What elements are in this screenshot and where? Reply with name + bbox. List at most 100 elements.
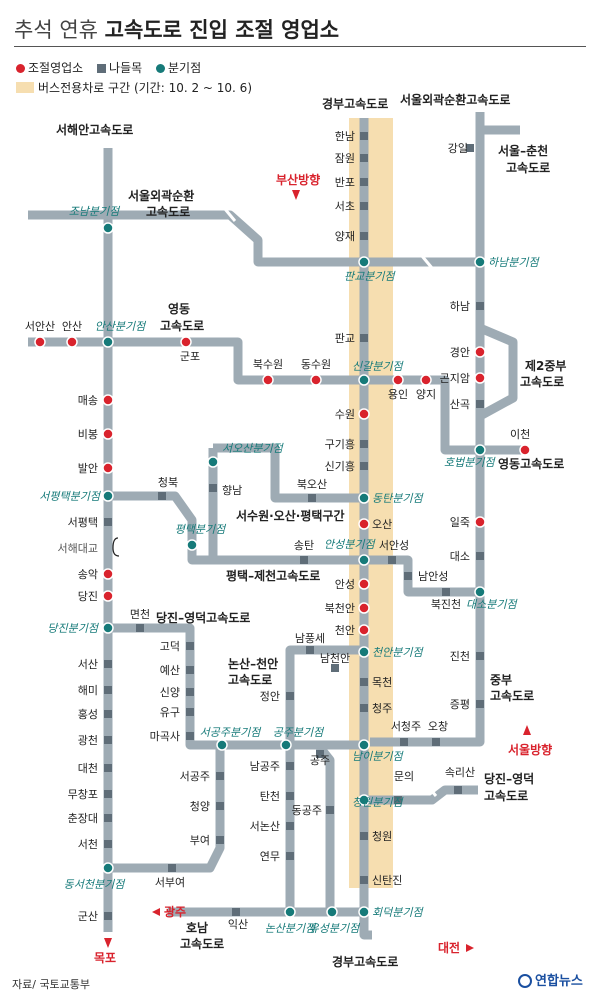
road-label-jungbu-b: 고속도로 — [490, 689, 534, 703]
ic-sanggok — [476, 400, 484, 408]
ic-jincheon — [476, 652, 484, 660]
ctrl-icheon — [519, 444, 531, 456]
label-dangjin: 당진 — [78, 590, 98, 603]
ctrl-seoansan — [34, 336, 46, 348]
ctrl-osan — [358, 518, 370, 530]
jct-seoosan_jct — [207, 456, 219, 468]
ic-cheongwon — [360, 832, 368, 840]
label-seoansan: 서안산 — [25, 320, 55, 333]
title-prefix: 추석 연휴 — [14, 18, 98, 42]
label-jeongan: 정안 — [260, 690, 280, 703]
label-gwangcheon: 광천 — [78, 733, 98, 747]
ctrl-cheonan — [358, 624, 370, 636]
label-hannam: 한남 — [335, 130, 355, 143]
label-godeok: 고덕 — [160, 640, 180, 653]
ic-yangjae — [360, 232, 368, 240]
bus-lane-band — [349, 118, 393, 888]
label-chunjangdae: 춘장대 — [68, 812, 98, 825]
label-cheongbuk: 청북 — [158, 476, 178, 489]
bridge-bracket-icon — [112, 537, 120, 557]
label-gongju: 공주 — [310, 754, 330, 767]
label-namgongju: 남공주 — [250, 760, 280, 773]
road-label-outer-ring: 서울외곽순환고속도로 — [400, 92, 510, 107]
page-title: 추석 연휴 고속도로 진입 조절 영업소 — [14, 14, 339, 44]
road-label-seohaean: 서해안고속도로 — [56, 122, 133, 137]
ic-mokcheon — [360, 678, 368, 686]
ic-hongseong — [104, 710, 112, 718]
label-maesong: 매송 — [78, 394, 98, 407]
label-seopyeongtaek: 서평택 — [68, 516, 98, 529]
title-main: 고속도로 진입 조절 영업소 — [104, 18, 340, 42]
label-singiheung: 신기흥 — [325, 459, 355, 473]
label-cheongju: 청주 — [372, 702, 392, 715]
road-label-dangjin-yeongdeok-east-b: 고속도로 — [484, 789, 528, 803]
label-iljuk: 일죽 — [450, 515, 470, 529]
label-muchangpo: 무창포 — [68, 788, 98, 801]
ctrl-bukcheonan — [358, 602, 370, 614]
ctrl-dongsuwon — [310, 374, 322, 386]
label-cheongwon: 청원 — [372, 830, 392, 843]
ic-nampungse — [306, 646, 314, 654]
road-gyeongbu — [359, 118, 372, 940]
ic-cheongju — [360, 704, 368, 712]
label-dangjin_jct: 당진분기점 — [47, 622, 99, 635]
label-yangji: 양지 — [416, 388, 436, 401]
label-namcheonan: 남천안 — [320, 651, 350, 665]
ic-namanseong — [404, 572, 412, 580]
interchange-layer — [104, 132, 484, 920]
label-namanseong: 남안성 — [418, 570, 448, 583]
road-label-outer-ring-2b: 고속도로 — [146, 205, 190, 219]
label-jincheon: 진천 — [450, 649, 470, 663]
ic-munui — [394, 796, 402, 804]
ic-seoanseong — [388, 556, 396, 564]
jct-jonam_jct — [102, 222, 114, 234]
road-label-2nd-jungbu-b: 고속도로 — [520, 375, 564, 389]
road-label-2nd-jungbu-a: 제2중부 — [525, 359, 566, 373]
label-bukjincheon: 북진천 — [431, 597, 461, 611]
label-balan: 발안 — [78, 462, 98, 475]
ic-seocheongju — [400, 738, 408, 746]
label-yangjae: 양재 — [335, 230, 355, 243]
direction-label-mokpo: 목포 — [94, 951, 116, 965]
label-buyeo: 부여 — [190, 834, 210, 847]
label-tancheon: 탄천 — [260, 789, 280, 803]
ic-hannam — [360, 132, 368, 140]
arrow-left-icon — [152, 908, 160, 916]
label-seocho: 서초 — [335, 200, 355, 213]
label-sinyang: 신양 — [160, 686, 180, 699]
label-seoanseong: 서안성 — [379, 539, 409, 552]
ic-buyeo — [216, 836, 224, 844]
label-donggongju: 동공주 — [292, 804, 322, 817]
direction-label-seoul: 서울방향 — [508, 742, 552, 757]
label-hoedeok_jct: 회덕분기점 — [372, 906, 424, 919]
jct-anseong_jct — [358, 554, 370, 566]
label-nonsan_jct: 논산분기점 — [265, 922, 317, 935]
road-label-honam-b: 고속도로 — [180, 937, 224, 951]
label-gugiheung: 구기흥 — [325, 437, 355, 451]
ic-namgongju — [286, 762, 294, 770]
ic-daecheon — [104, 764, 112, 772]
label-seogongju: 서공주 — [180, 770, 210, 783]
direction-label-busan: 부산방향 — [276, 172, 320, 187]
label-iksan: 익산 — [228, 918, 248, 931]
label-daeso_jct: 대소분기점 — [466, 598, 518, 611]
ic-seogongju — [216, 772, 224, 780]
ctrl-buksuwon — [262, 374, 274, 386]
jct-hoedeok_jct — [358, 906, 370, 918]
direction-label-gwangju: 광주 — [164, 904, 186, 919]
ctrl-gunpo — [180, 336, 192, 348]
ctrl-gyeongan — [474, 346, 486, 358]
ic-gangil — [466, 144, 474, 152]
label-nami_jct: 남이분기점 — [352, 750, 404, 763]
ic-gongju — [316, 750, 324, 758]
label-seosan: 서산 — [78, 658, 98, 671]
road-label-seoul-chuncheon-b: 고속도로 — [506, 161, 550, 175]
jct-ansan_jct — [102, 336, 114, 348]
label-gangil: 강일 — [448, 141, 468, 155]
label-jonam_jct: 조남분기점 — [69, 205, 121, 218]
label-magoksa: 마곡사 — [150, 730, 180, 743]
jct-dongseocheon_jct — [102, 862, 114, 874]
jct-nami_jct — [358, 739, 370, 751]
station-label-layer: 한남잠원반포서초양재판교분기점판교신갈분기점수원구기흥신기흥동탄분기점오산안성분… — [25, 130, 541, 935]
road-pyeongtaek-jecheon — [108, 491, 480, 597]
